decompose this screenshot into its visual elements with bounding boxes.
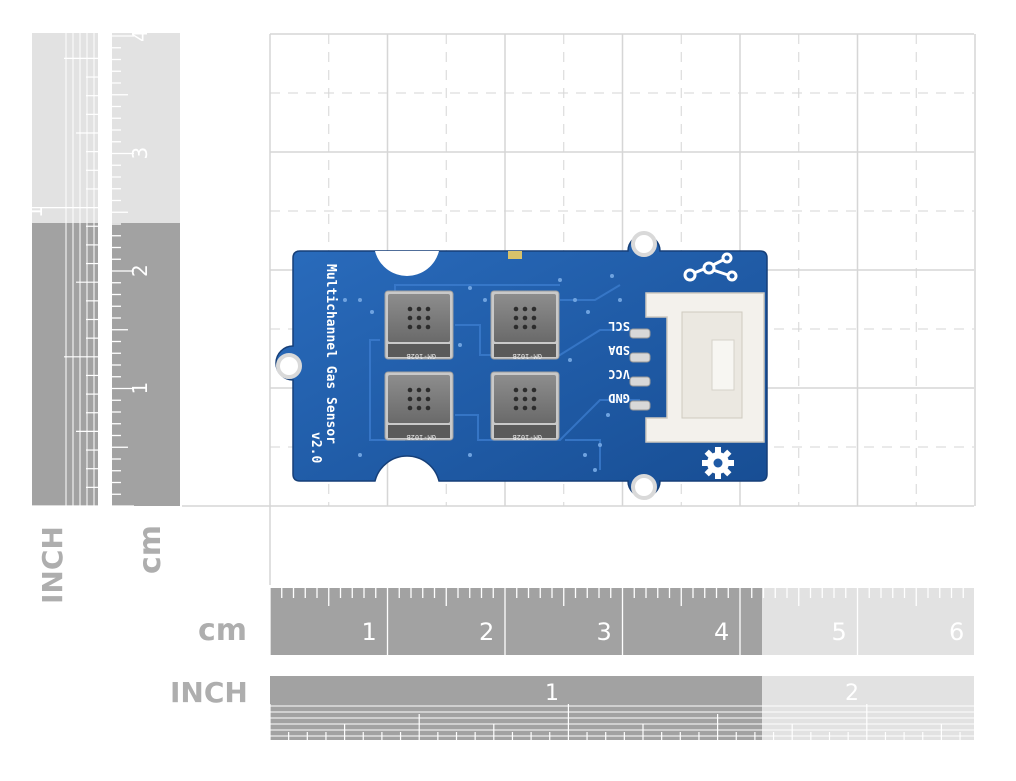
horizontal-inch-number-1: 1 xyxy=(545,681,559,706)
pin-label-vcc: VCC xyxy=(608,367,630,381)
vertical-cm-number: 2 xyxy=(128,264,152,277)
horizontal-cm-number: 6 xyxy=(949,618,964,646)
horizontal-inch-caption: INCH xyxy=(170,676,248,709)
horizontal-cm-number: 4 xyxy=(714,618,729,646)
chip-marking: GM-102B xyxy=(406,433,436,441)
gas-sensor-chip: GM-102B xyxy=(384,290,454,360)
pin-label-sda: SDA xyxy=(608,343,630,357)
open-hardware-gear-icon xyxy=(702,447,734,479)
vertical-cm-number: 3 xyxy=(128,147,152,160)
gas-sensor-board: GM-102B GM-102B GM-102B GM-102B Multichanne… xyxy=(275,231,768,500)
horizontal-cm-caption: cm xyxy=(198,613,247,648)
grove-connector xyxy=(645,292,765,443)
vertical-cm-caption: cm xyxy=(133,525,168,574)
gas-sensor-chip: GM-102B xyxy=(490,371,560,441)
horizontal-inch-ruler: 1 2 xyxy=(269,676,974,740)
horizontal-inch-number-2: 2 xyxy=(845,681,859,706)
vertical-cm-number: 4 xyxy=(128,29,152,42)
vertical-inch-number: 1 xyxy=(23,205,47,218)
chip-marking: GM-102B xyxy=(512,433,542,441)
pin-label-scl: SCL xyxy=(608,319,630,333)
pin-label-gnd: GND xyxy=(608,391,630,405)
gas-sensor-chip: GM-102B xyxy=(384,371,454,441)
vertical-inch-caption: INCH xyxy=(36,526,69,604)
horizontal-cm-ruler: 1 2 3 4 5 6 xyxy=(269,588,974,655)
horizontal-cm-number: 2 xyxy=(479,618,494,646)
vertical-cm-ruler: 1 2 3 4 xyxy=(112,29,180,507)
vertical-cm-number: 1 xyxy=(128,382,152,395)
horizontal-cm-number: 5 xyxy=(832,618,847,646)
board-version: v2.0 xyxy=(308,432,323,463)
gas-sensor-chip: GM-102B xyxy=(490,290,560,360)
grove-logo-icon xyxy=(683,252,738,282)
board-title: Multichannel Gas Sensor xyxy=(323,264,338,444)
horizontal-cm-number: 3 xyxy=(597,618,612,646)
chip-marking: GM-102B xyxy=(512,352,542,360)
chip-marking: GM-102B xyxy=(406,352,436,360)
vertical-inch-ruler: 1 xyxy=(23,33,98,507)
horizontal-cm-number: 1 xyxy=(362,618,377,646)
